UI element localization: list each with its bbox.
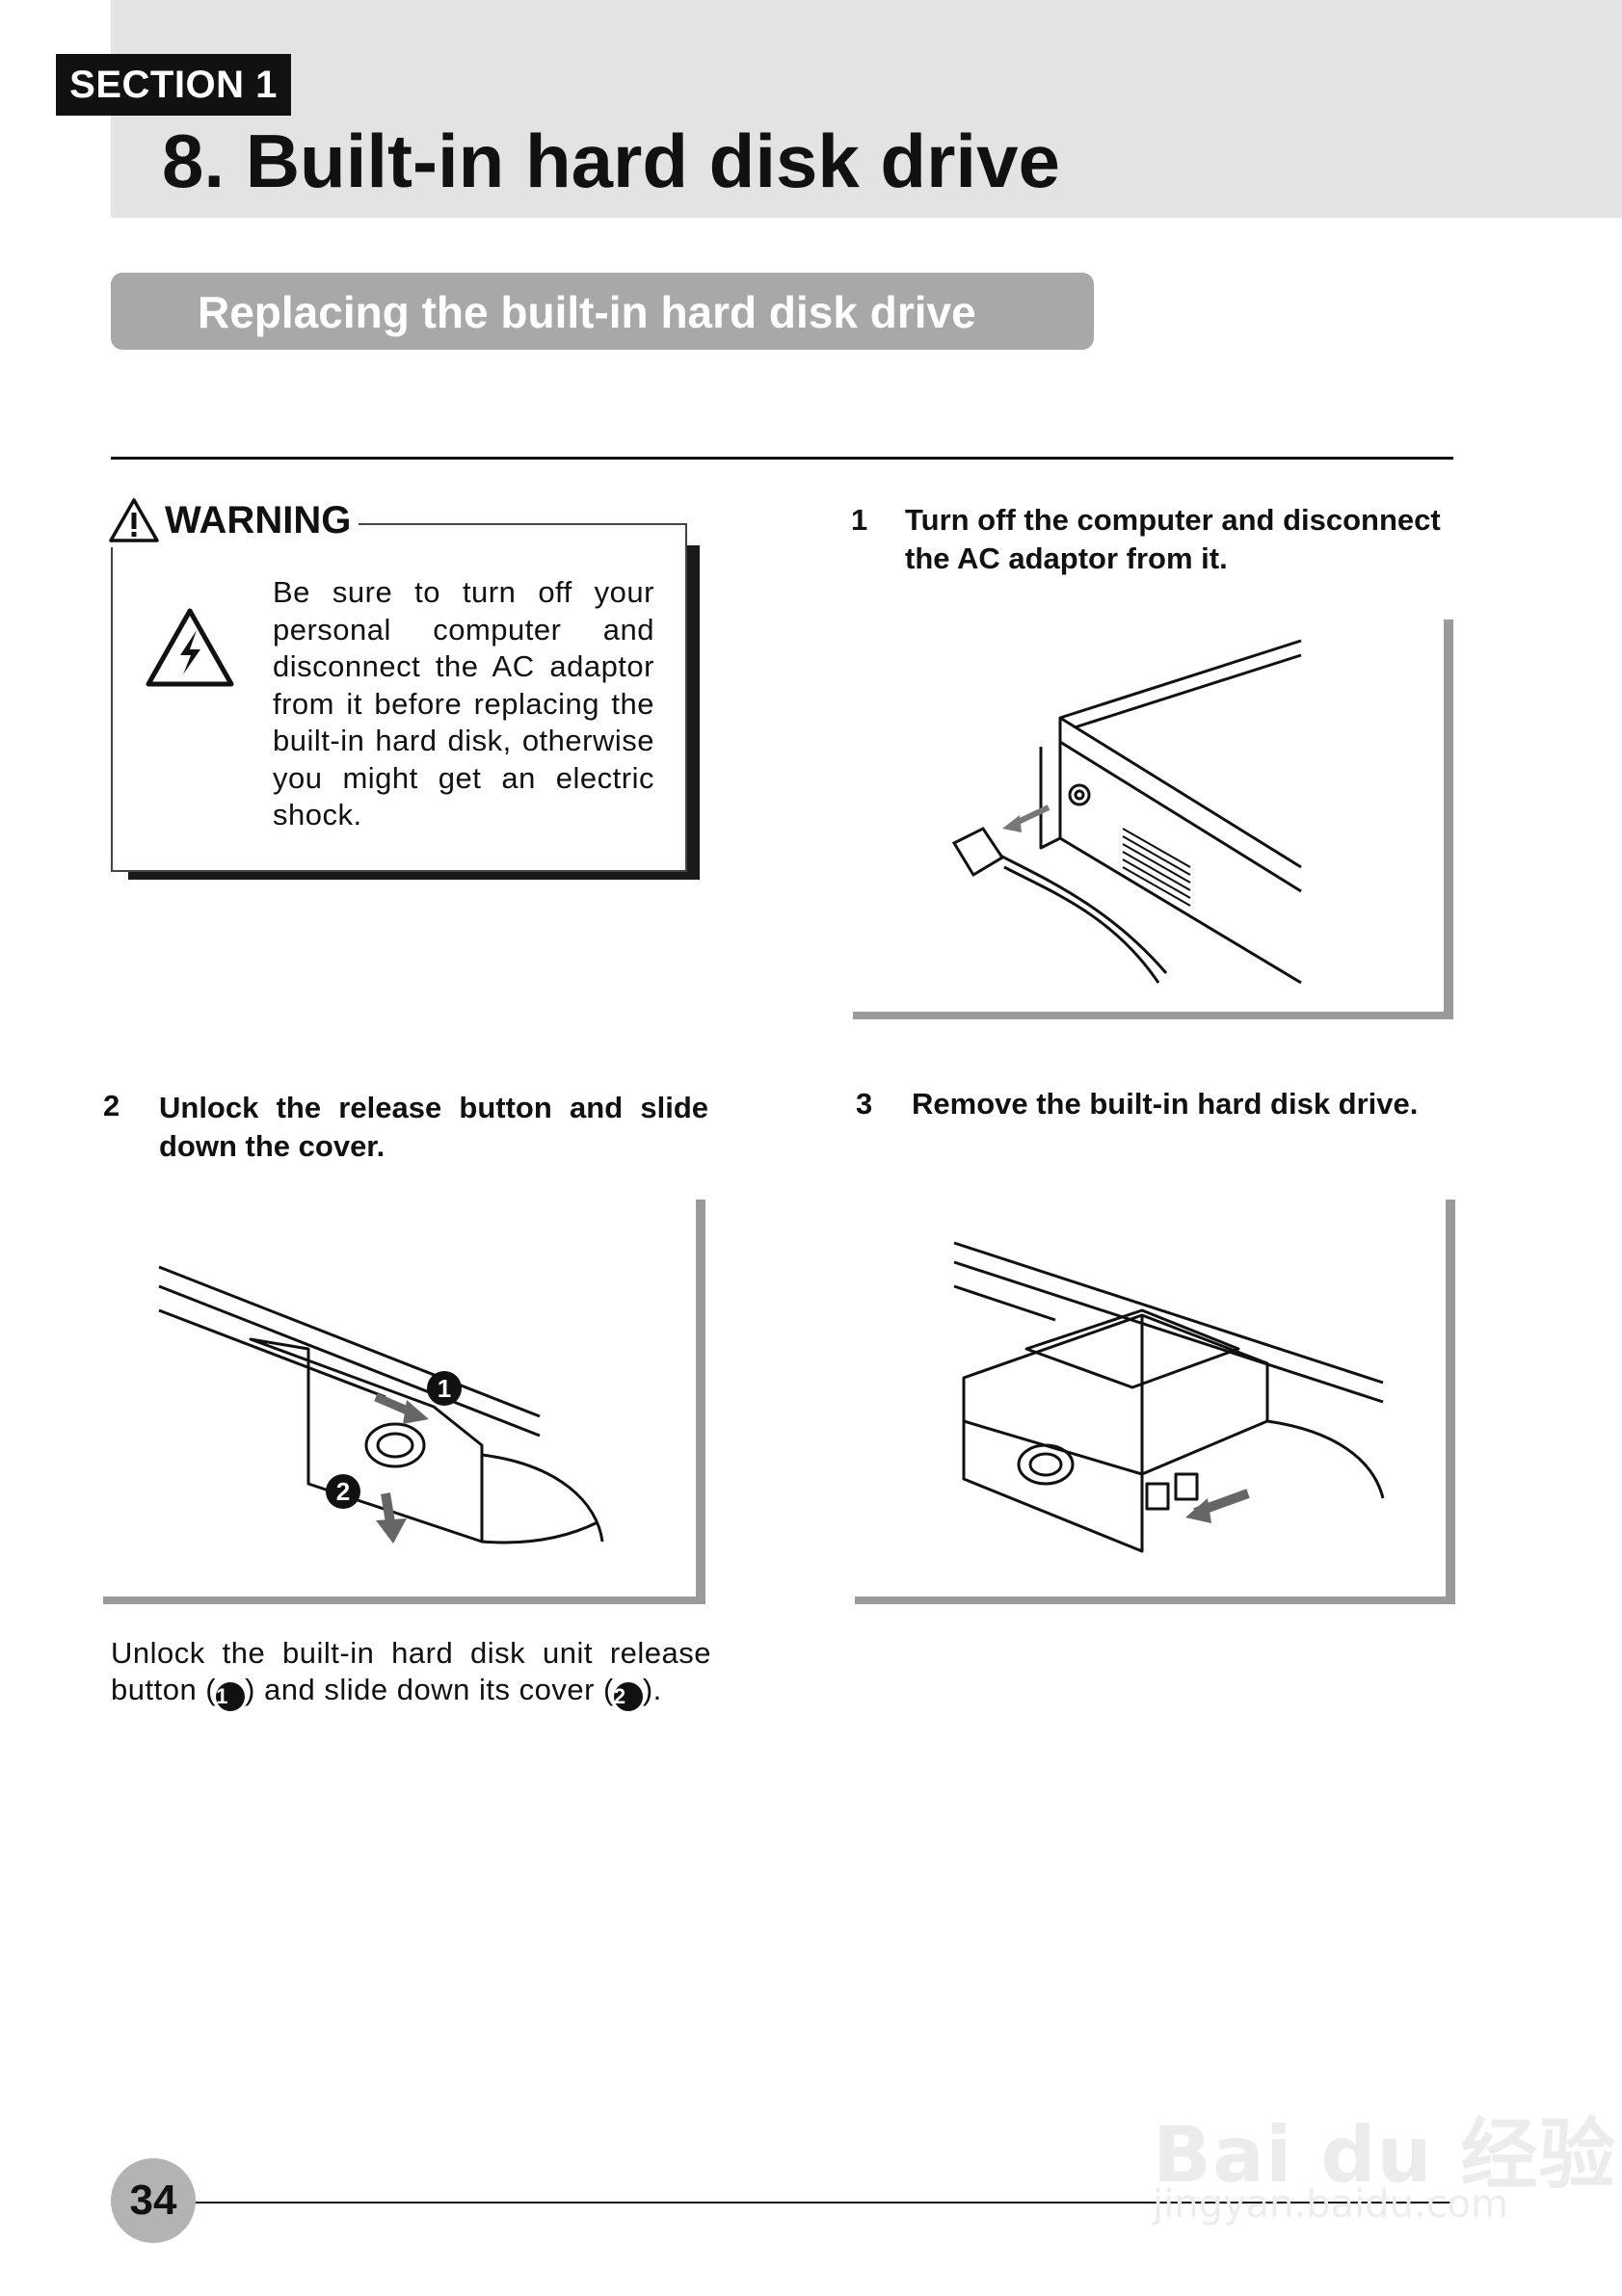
illustration-frame-1-bottom [853,1012,1453,1019]
section-tag: SECTION 1 [56,54,291,116]
warning-header: WARNING [109,493,359,547]
subtitle-bar: Replacing the built-in hard disk drive [111,273,1094,350]
page-title: 8. Built-in hard disk drive [162,119,1060,203]
warning-title: WARNING [165,498,352,541]
footer-rule [196,2202,1453,2204]
caption-callout-1: 1 [216,1682,246,1711]
remove-drive-illustration [953,1241,1385,1553]
warning-text: Be sure to turn off your personal comput… [273,575,654,831]
illustration-frame-2-right [696,1200,705,1604]
caption-part-2: ) and slide down its cover ( [245,1673,614,1706]
watermark-url: jingyan.baidu.com [1153,2182,1509,2227]
warning-box [111,523,687,872]
caption-callout-2: 2 [613,1682,643,1711]
watermark-brand: Bai du 经验 [1153,2110,1617,2200]
step-2-text: Unlock the release button and slide down… [159,1091,708,1163]
step-1-number: 1 [851,503,868,537]
header-band [111,0,1622,218]
callout-1: 1 [427,1371,462,1406]
step-3-text: Remove the built-in hard disk drive. [912,1087,1419,1121]
release-cover-illustration [158,1265,604,1544]
step-2-number: 2 [103,1089,120,1122]
caption-part-3: ). [642,1673,662,1706]
electric-shock-icon [146,608,234,687]
warning-triangle-icon [109,498,159,542]
step-2-caption: Unlock the built-in hard disk unit relea… [111,1635,711,1711]
illustration-frame-2-bottom [103,1597,705,1604]
illustration-frame-1-right [1444,620,1453,1019]
step-3-number: 3 [856,1087,873,1121]
step-1-text: Turn off the computer and disconnect the… [905,503,1441,575]
ac-adaptor-illustration [951,639,1302,985]
page-number: 34 [111,2158,196,2243]
illustration-frame-3-right [1446,1200,1455,1604]
callout-2: 2 [326,1474,360,1509]
illustration-frame-3-bottom [855,1597,1455,1604]
top-rule [111,457,1453,460]
caption-part-1: Unlock the built-in hard disk unit relea… [111,1636,711,1706]
